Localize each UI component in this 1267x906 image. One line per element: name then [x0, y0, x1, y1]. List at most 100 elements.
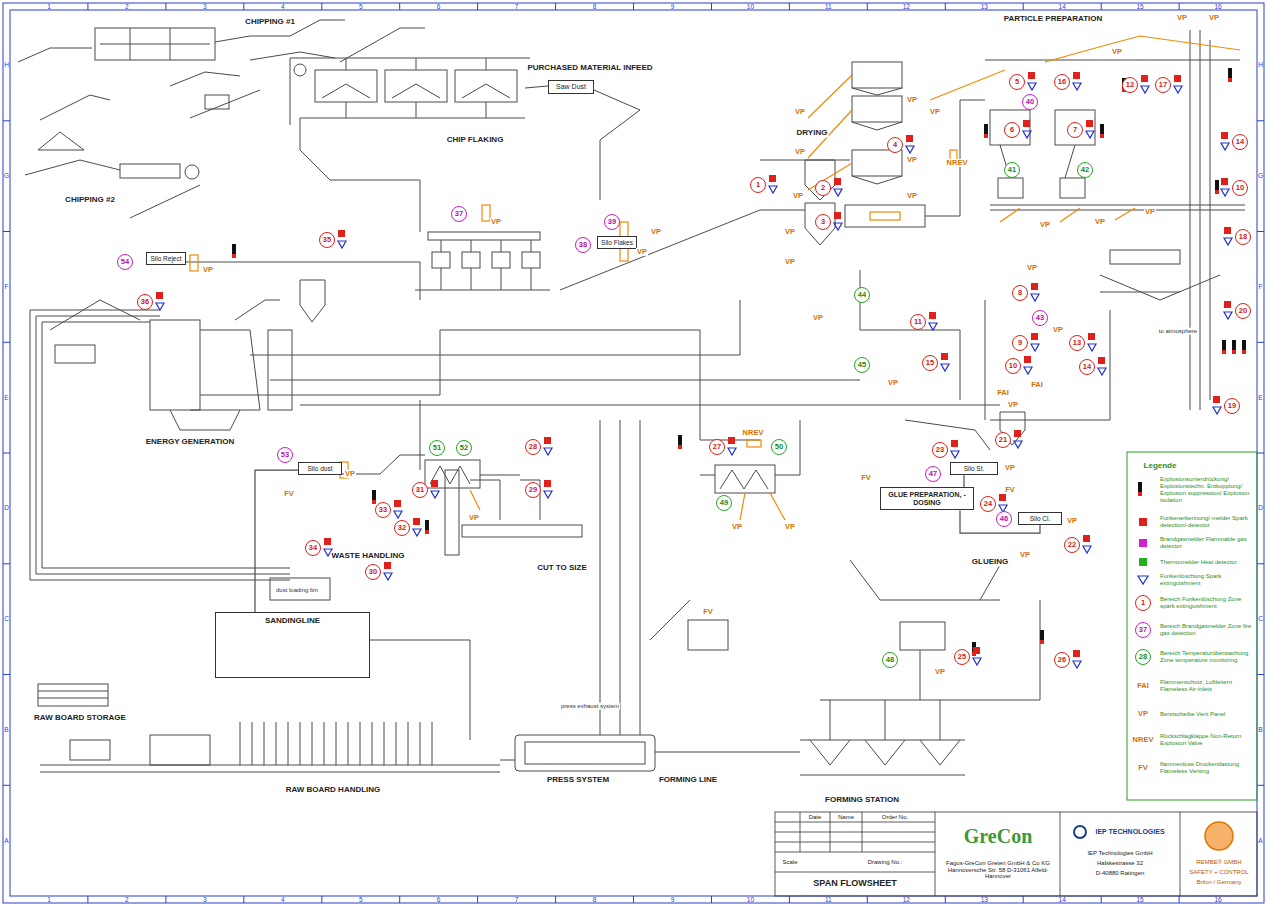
grid-reference: 16	[1214, 3, 1221, 10]
spark-zone-number: 14	[1079, 359, 1095, 375]
spark-zone-number: 4	[887, 137, 903, 153]
explosion-suppressor	[1228, 78, 1232, 82]
grid-reference: 2	[125, 896, 129, 903]
legend-entry: Bereich Temperaturüberwachung Zone tempe…	[1160, 650, 1254, 664]
device-tag: VP	[1094, 218, 1106, 226]
vent-line	[930, 36, 1240, 100]
spark-zone-number: 15	[922, 355, 938, 371]
spark-detector	[951, 440, 958, 447]
spark-zone-number: 10	[1005, 358, 1021, 374]
spark-extinguisher	[951, 451, 959, 458]
device-tag: VP	[1066, 517, 1078, 525]
spark-detector	[1088, 333, 1095, 340]
process-equipment	[985, 300, 1110, 420]
spark-zone-number: 9	[1012, 335, 1028, 351]
spark-zone-number: 32	[394, 520, 410, 536]
grid-reference: D	[4, 505, 9, 512]
spark-extinguisher	[769, 186, 777, 193]
process-equipment	[270, 578, 330, 600]
spark-extinguisher	[1224, 312, 1232, 319]
process-equipment	[852, 88, 902, 184]
process-equipment	[235, 300, 280, 320]
process-equipment	[428, 232, 540, 240]
device-tag: VP	[202, 266, 214, 274]
process-equipment	[50, 300, 140, 330]
device-tag: VP	[1052, 326, 1064, 334]
spark-detector-symbol	[1141, 75, 1149, 93]
grid-reference: B	[4, 726, 8, 733]
spark-detector-symbol	[1221, 132, 1229, 150]
spark-detector-symbol	[1031, 333, 1039, 351]
device-tag: NREV	[742, 429, 765, 437]
spark-detector	[1086, 120, 1093, 127]
process-equipment	[190, 330, 260, 410]
spark-detector-symbol	[1221, 178, 1229, 196]
spark-detector-symbol	[834, 178, 842, 196]
section-title: PRESS SYSTEM	[546, 776, 610, 785]
spark-detector-symbol	[1073, 650, 1081, 668]
device-tag: FV	[1137, 764, 1149, 772]
spark-detector-symbol	[413, 518, 421, 536]
section-title: CHIPPING #1	[244, 18, 296, 27]
spark-detector	[999, 494, 1006, 501]
grid-reference: 4	[281, 3, 285, 10]
spark-zone-number: 13	[1069, 335, 1085, 351]
spark-extinguisher	[1023, 131, 1031, 138]
spark-detector	[324, 538, 331, 545]
process-equipment	[925, 100, 985, 216]
spark-extinguisher	[929, 323, 937, 330]
spark-zone-number: 3	[815, 214, 831, 230]
title-block-text: Halskestrasse 32	[1097, 860, 1143, 867]
grid-reference: 12	[903, 896, 910, 903]
temperature-zone-number: 28	[1135, 649, 1151, 665]
process-equipment	[998, 178, 1023, 198]
spark-detector-symbol	[999, 494, 1007, 512]
spark-extinguisher	[834, 223, 842, 230]
spark-detector	[544, 480, 551, 487]
process-equipment	[445, 470, 459, 555]
process-equipment	[30, 568, 290, 580]
legend-panel	[1139, 518, 1147, 526]
process-equipment	[920, 600, 1040, 700]
explosion-suppressor	[232, 254, 236, 258]
title-block-text: Name	[838, 814, 854, 821]
spark-detector	[1031, 333, 1038, 340]
node-text: Silo Cl.	[1020, 515, 1060, 522]
section-title: PARTICLE PREPARATION	[1003, 15, 1104, 24]
process-equipment	[492, 252, 510, 268]
material-box: Saw Dust	[548, 80, 594, 94]
spark-zone-number: 6	[1004, 122, 1020, 138]
spark-detector	[834, 212, 841, 219]
gas-zone-number: 53	[277, 447, 293, 463]
spark-extinguisher	[973, 658, 981, 665]
device-tag: VP	[906, 156, 918, 164]
process-equipment	[688, 620, 728, 650]
process-equipment	[525, 742, 645, 764]
device-tag: VP	[468, 514, 480, 522]
spark-detector	[1073, 650, 1080, 657]
grid-reference: C	[1258, 616, 1263, 623]
drawing-frame	[3, 3, 1264, 903]
spark-detector-symbol	[728, 437, 736, 455]
grid-reference: 5	[359, 3, 363, 10]
spark-extinguisher	[384, 573, 392, 580]
section-title: WASTE HANDLING	[331, 552, 406, 561]
device-tag: NREV	[946, 159, 969, 167]
spark-detector	[1023, 120, 1030, 127]
node-text: SANDINGLINE	[219, 617, 366, 626]
drawing-frame	[88, 3, 1179, 10]
process-equipment	[55, 345, 95, 363]
title-block-text: IEP Technologies GmbH	[1087, 850, 1152, 857]
section-title: PURCHASED MATERIAL INFEED	[526, 64, 653, 73]
title-block	[1074, 826, 1086, 838]
spark-detector	[1174, 75, 1181, 82]
spark-zone-number: 5	[1009, 74, 1025, 90]
node-text: Silo dust	[300, 465, 340, 472]
spark-detector-symbol	[1073, 72, 1081, 90]
temperature-zone-number: 45	[854, 357, 870, 373]
process-equipment	[170, 410, 240, 430]
temperature-zone-number: 51	[429, 440, 445, 456]
process-equipment	[70, 740, 110, 760]
device-tag: VP	[1026, 264, 1038, 272]
process-equipment	[462, 525, 582, 537]
